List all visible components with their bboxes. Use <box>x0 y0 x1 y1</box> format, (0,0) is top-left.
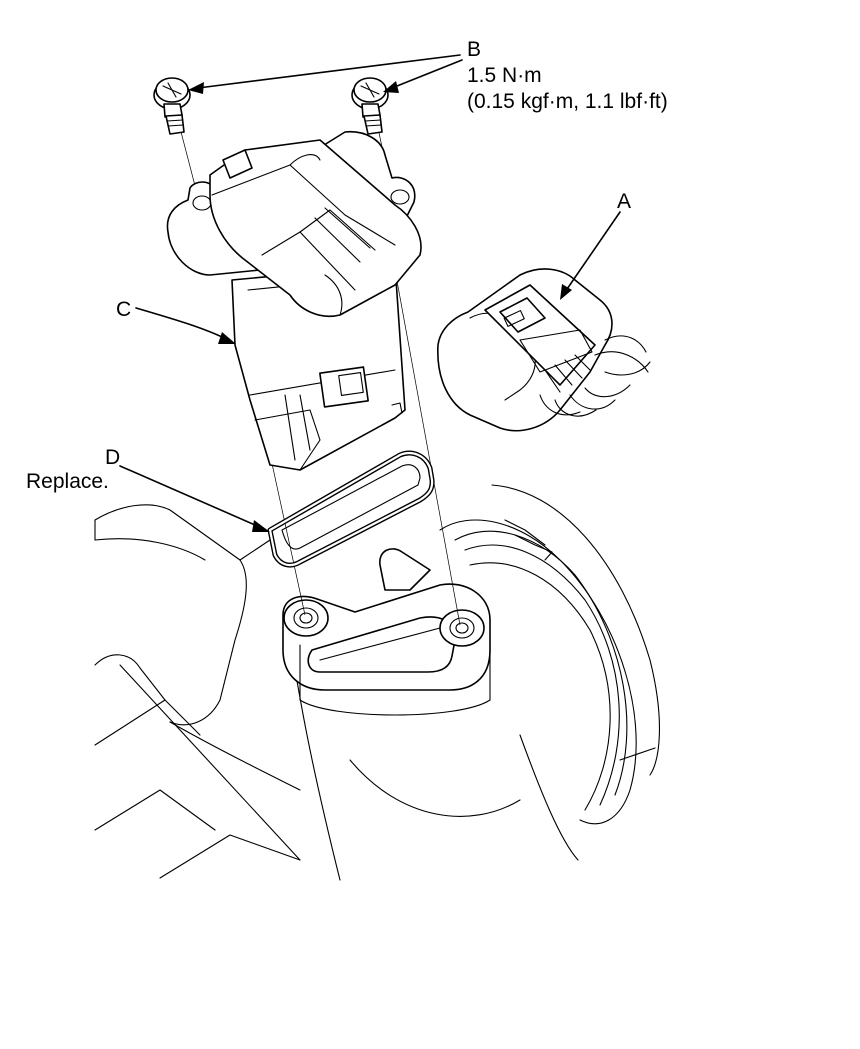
leader-b-right <box>391 59 463 89</box>
callouts: B 1.5 N·m (0.15 kgf·m, 1.1 lbf·ft) A C D… <box>26 38 668 493</box>
intake-housing <box>94 484 661 881</box>
label-b: B <box>467 38 481 61</box>
arrow-b-left <box>188 82 204 94</box>
arrow-d <box>252 520 270 532</box>
mounting-boss-right <box>439 609 485 647</box>
mounting-boss-left <box>283 599 329 637</box>
arrow-b-right <box>383 81 399 93</box>
label-d: D <box>105 446 120 469</box>
intake-hose <box>439 484 661 825</box>
label-a: A <box>617 190 631 213</box>
leader-c <box>135 307 229 341</box>
leader-d <box>119 465 263 529</box>
maf-sensor <box>166 130 422 471</box>
label-b-torque: 1.5 N·m <box>467 64 542 87</box>
gasket <box>267 450 435 568</box>
label-d-note: Replace. <box>26 470 109 493</box>
harness-connector <box>437 268 651 432</box>
bolt-left <box>153 77 191 135</box>
label-c: C <box>116 298 131 321</box>
bolt-right <box>351 77 389 135</box>
leader-lines <box>119 54 621 532</box>
label-b-torque-alt: (0.15 kgf·m, 1.1 lbf·ft) <box>467 90 668 113</box>
leader-a <box>564 211 621 293</box>
leader-b-left <box>197 54 461 89</box>
arrow-a <box>560 284 572 300</box>
arrow-c <box>218 332 236 344</box>
